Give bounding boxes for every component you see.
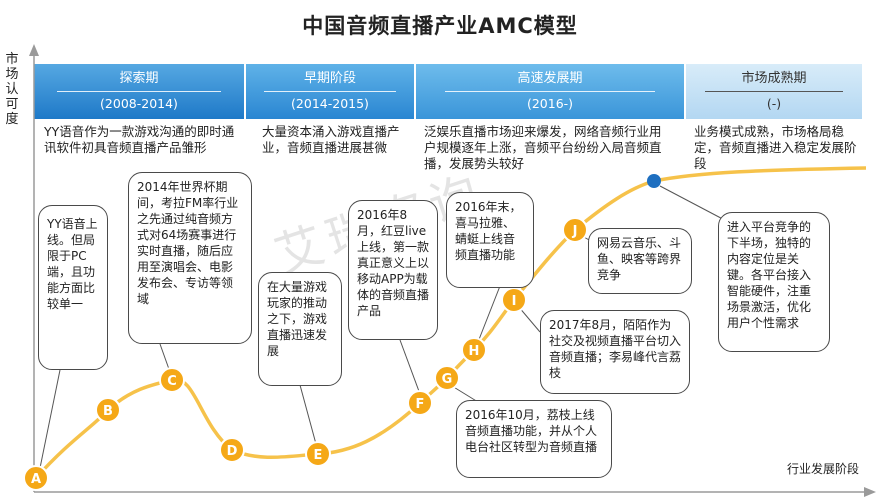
callout-c: 2014年世界杯期间，考拉FM率行业之先通过纯音频方式对64场赛事进行实时直播，… xyxy=(128,172,252,344)
callout-f: 2016年8月，红豆live上线，第一款真正意义上以移动APP为载体的音频直播产… xyxy=(348,200,438,340)
stage-point-marker xyxy=(434,365,460,391)
connector-a xyxy=(39,369,61,469)
callout-b: YY语音上线。但局限于PC端，且功能方面比较单一 xyxy=(38,205,108,370)
stage-point-label: A xyxy=(31,472,41,487)
stage-band-early: 早期阶段 (2014-2015) xyxy=(246,64,416,119)
stage-description-rapid-growth: 泛娱乐直播市场迎来爆发，网络音频行业用户规模逐年上涨，音频平台纷纷入局音频直播，… xyxy=(424,124,662,171)
y-axis-arrow xyxy=(29,44,39,56)
stage-divider xyxy=(264,91,396,92)
connector-f xyxy=(399,339,421,395)
callout-i: 2017年8月，陌陌作为社交及视频直播平台切入音频直播；李易峰代言荔枝 xyxy=(540,310,690,394)
stage-point-j: J xyxy=(562,217,588,243)
stage-point-marker xyxy=(501,287,527,313)
stage-point-h: H xyxy=(461,337,487,363)
stage-point-marker xyxy=(95,397,121,423)
stage-description-early: 大量资本涌入游戏直播产业，音频直播进展甚微 xyxy=(262,124,400,155)
callout-j: 网易云音乐、斗鱼、映客等跨界竞争 xyxy=(588,228,692,294)
callout-mature: 进入平台竞争的下半场，独特的内容定位是关键。各平台接入智能硬件，注重场景激活，优… xyxy=(718,212,830,352)
stage-point-label: G xyxy=(442,372,453,387)
stage-point-label: E xyxy=(314,448,323,463)
page-title: 中国音频直播产业AMC模型 xyxy=(302,14,578,38)
connector-g xyxy=(451,385,479,403)
stage-point-label: I xyxy=(512,294,517,309)
stage-point-b: B xyxy=(95,397,121,423)
stage-band-exploration: 探索期 (2008-2014) xyxy=(34,64,246,119)
stage-point-a: A xyxy=(23,465,49,491)
stage-band-rapid-growth: 高速发展期 (2016-) xyxy=(416,64,686,119)
stage-point-e: E xyxy=(305,441,331,467)
stage-point-label: B xyxy=(103,404,113,419)
connector-h xyxy=(477,285,501,343)
stage-name: 探索期 xyxy=(119,71,159,86)
connector-e xyxy=(299,384,317,445)
stage-name: 早期阶段 xyxy=(303,71,356,86)
stage-point-label: H xyxy=(469,344,480,359)
stage-period: (2016-) xyxy=(526,96,574,111)
stage-point-g: G xyxy=(434,365,460,391)
stage-point-marker xyxy=(159,367,185,393)
y-axis-label: 市场认可度 xyxy=(5,52,19,127)
connector-c xyxy=(159,343,171,373)
stage-period: (-) xyxy=(766,96,782,111)
stage-point-label: C xyxy=(167,374,177,389)
stage-point-label: F xyxy=(416,397,425,412)
stage-point-label: J xyxy=(572,224,578,239)
callout-g: 2016年10月，荔枝上线音频直播功能，并从个人电台社区转型为音频直播 xyxy=(456,400,612,478)
callout-h: 2016年末，喜马拉雅、蜻蜓上线音频直播功能 xyxy=(446,192,534,288)
stage-description-mature: 业务模式成熟，市场格局稳定，音频直播进入稳定发展阶段 xyxy=(694,124,857,171)
stage-point-f: F xyxy=(407,390,433,416)
stage-name: 高速发展期 xyxy=(517,71,583,86)
stage-point-marker xyxy=(562,217,588,243)
stage-point-i: I xyxy=(501,287,527,313)
stage-point-marker xyxy=(23,465,49,491)
stage-point-marker xyxy=(219,437,245,463)
stage-point-marker xyxy=(305,441,331,467)
stage-divider xyxy=(705,91,843,92)
x-axis-label: 行业发展阶段 xyxy=(787,462,860,476)
stage-divider xyxy=(57,91,221,92)
stage-point-marker xyxy=(461,337,487,363)
stage-period: (2014-2015) xyxy=(291,96,369,111)
stage-divider xyxy=(445,91,655,92)
x-axis-arrow xyxy=(864,487,876,497)
stage-description-exploration: YY语音作为一款游戏沟通的即时通讯软件初具音频直播产品雏形 xyxy=(44,124,235,155)
stage-point-label: D xyxy=(227,444,238,459)
stage-point-d: D xyxy=(219,437,245,463)
stage-point-c: C xyxy=(159,367,185,393)
stage-name: 市场成熟期 xyxy=(741,71,807,86)
stage-point-marker xyxy=(407,390,433,416)
stage-points: A B C D E F G H I J xyxy=(23,174,661,491)
stage-band-mature: 市场成熟期 (-) xyxy=(686,64,864,119)
mature-stage-point xyxy=(647,174,661,188)
callout-e: 在大量游戏玩家的推动之下，游戏直播迅速发展 xyxy=(258,272,342,386)
stage-period: (2008-2014) xyxy=(100,96,178,111)
